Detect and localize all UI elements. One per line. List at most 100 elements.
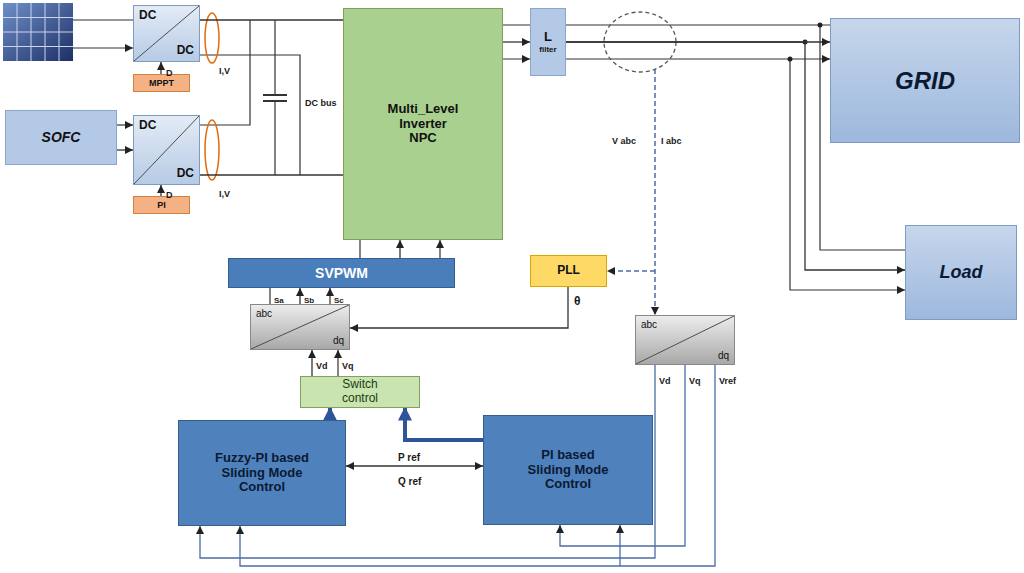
signal-label: Vref bbox=[719, 370, 736, 388]
signal-label: D bbox=[166, 62, 173, 80]
angle-label: θ bbox=[574, 294, 581, 308]
dc-dc-converter: DC DC bbox=[133, 115, 200, 185]
capacitor-lead bbox=[274, 20, 275, 175]
node-text: PI bbox=[157, 200, 166, 210]
voltage-ref-arrow bbox=[337, 350, 338, 376]
panel-cell-grid bbox=[3, 3, 73, 61]
signal-label: Sa bbox=[274, 289, 284, 307]
npc-inverter: Multi_Level Inverter NPC bbox=[343, 8, 503, 240]
converter-diagonal bbox=[134, 116, 199, 184]
node-text: dq bbox=[718, 350, 729, 362]
solar-panel bbox=[3, 3, 73, 61]
control-arrow bbox=[405, 408, 483, 440]
node-text: SOFC bbox=[42, 129, 81, 145]
phase-line bbox=[503, 25, 530, 59]
node-text: Switch control bbox=[328, 378, 392, 406]
signal-label: I,V bbox=[219, 189, 230, 199]
dc-bus-wire bbox=[200, 20, 250, 125]
duty-cycle-arrow bbox=[160, 62, 161, 74]
voltage-ref-arrow bbox=[311, 350, 312, 376]
bus-label: DC bus bbox=[305, 92, 337, 110]
node-text: DC bbox=[177, 167, 194, 181]
phase-line bbox=[503, 41, 530, 42]
fuzzy-smc-controller: Fuzzy-PI based Sliding Mode Control bbox=[178, 420, 346, 526]
signal-label: Vd bbox=[659, 376, 671, 386]
gate-signal bbox=[399, 240, 400, 258]
reference-arrow bbox=[346, 465, 483, 466]
node-text: DC bbox=[139, 9, 156, 23]
pv-wire bbox=[73, 20, 133, 48]
signal-label: V abc bbox=[612, 130, 636, 148]
l-filter: Lfilter bbox=[530, 8, 566, 76]
dc-dc-converter: DC DC bbox=[133, 5, 200, 62]
junction-dot bbox=[788, 57, 793, 62]
mppt-controller: MPPT bbox=[133, 74, 190, 92]
connector-group bbox=[117, 20, 905, 558]
converter-diagonal bbox=[251, 305, 349, 349]
reference-label: Q ref bbox=[398, 471, 421, 489]
load-block: Load bbox=[905, 225, 1017, 320]
power-arrow bbox=[117, 149, 133, 150]
signal-label: D bbox=[166, 184, 173, 202]
node-text: DC bbox=[177, 44, 194, 58]
node-text: Load bbox=[940, 262, 983, 283]
phase-angle-arrow bbox=[350, 287, 568, 328]
solar-panel bbox=[3, 3, 73, 61]
signal-label: I,V bbox=[219, 60, 230, 78]
measurement-arrow bbox=[607, 270, 655, 272]
feedback-line bbox=[200, 365, 655, 558]
signal-label: Vq bbox=[689, 370, 701, 388]
reference-label: P ref bbox=[398, 447, 420, 465]
abc-dq-transform: abc dq bbox=[250, 304, 350, 350]
fuel-cell-source: SOFC bbox=[5, 110, 117, 165]
switch-signal bbox=[299, 288, 300, 304]
node-text: DC bbox=[139, 119, 156, 133]
signal-label: D bbox=[166, 68, 173, 78]
signal-label: Sc bbox=[334, 289, 344, 307]
abc-dq-transform: abc dq bbox=[635, 315, 735, 365]
node-text: PLL bbox=[557, 264, 580, 278]
signal-label: Sa bbox=[274, 296, 284, 305]
measurement-arrow bbox=[654, 69, 656, 315]
sofc-wire bbox=[117, 124, 133, 125]
node-text: abc bbox=[641, 319, 657, 331]
node-text: Multi_Level Inverter NPC bbox=[384, 102, 462, 147]
signal-label: Vd bbox=[316, 361, 328, 371]
node-text: L bbox=[544, 30, 552, 45]
bus-label: DC bus bbox=[305, 98, 337, 108]
signal-label: I abc bbox=[661, 130, 682, 148]
node-text: SVPWM bbox=[315, 265, 368, 281]
svpwm-modulator: SVPWM bbox=[228, 258, 455, 288]
converter-diagonal bbox=[636, 316, 734, 364]
node-text: abc bbox=[256, 308, 272, 320]
grid-block: GRID bbox=[830, 18, 1020, 143]
angle-label: θ bbox=[574, 291, 581, 309]
signal-label: D bbox=[166, 190, 173, 200]
node-text: GRID bbox=[895, 67, 955, 95]
control-arrow bbox=[328, 408, 332, 420]
signal-label: Vd bbox=[316, 355, 328, 373]
signal-label: Sb bbox=[304, 289, 314, 307]
node-text: dq bbox=[333, 335, 344, 347]
signal-label: Sb bbox=[304, 296, 314, 305]
node-text: Fuzzy-PI based Sliding Mode Control bbox=[215, 451, 309, 496]
capacitor-symbol bbox=[263, 95, 287, 101]
reference-label: Q ref bbox=[398, 476, 421, 487]
gate-signal bbox=[360, 240, 440, 258]
signal-label: Vref bbox=[719, 376, 736, 386]
node-text: filter bbox=[539, 45, 556, 54]
node-text: MPPT bbox=[149, 78, 174, 88]
switch-control: Switch control bbox=[300, 376, 420, 408]
junction-dot bbox=[818, 23, 823, 28]
signal-label: V abc bbox=[612, 136, 636, 146]
signal-label: Vd bbox=[659, 370, 671, 388]
signal-label: Sc bbox=[334, 296, 344, 305]
signal-label: Vq bbox=[342, 355, 354, 373]
reference-label: P ref bbox=[398, 452, 420, 463]
signal-label: I,V bbox=[219, 66, 230, 76]
signal-label: I,V bbox=[219, 183, 230, 201]
signal-label: I abc bbox=[661, 136, 682, 146]
pi-controller: PI bbox=[133, 196, 190, 214]
